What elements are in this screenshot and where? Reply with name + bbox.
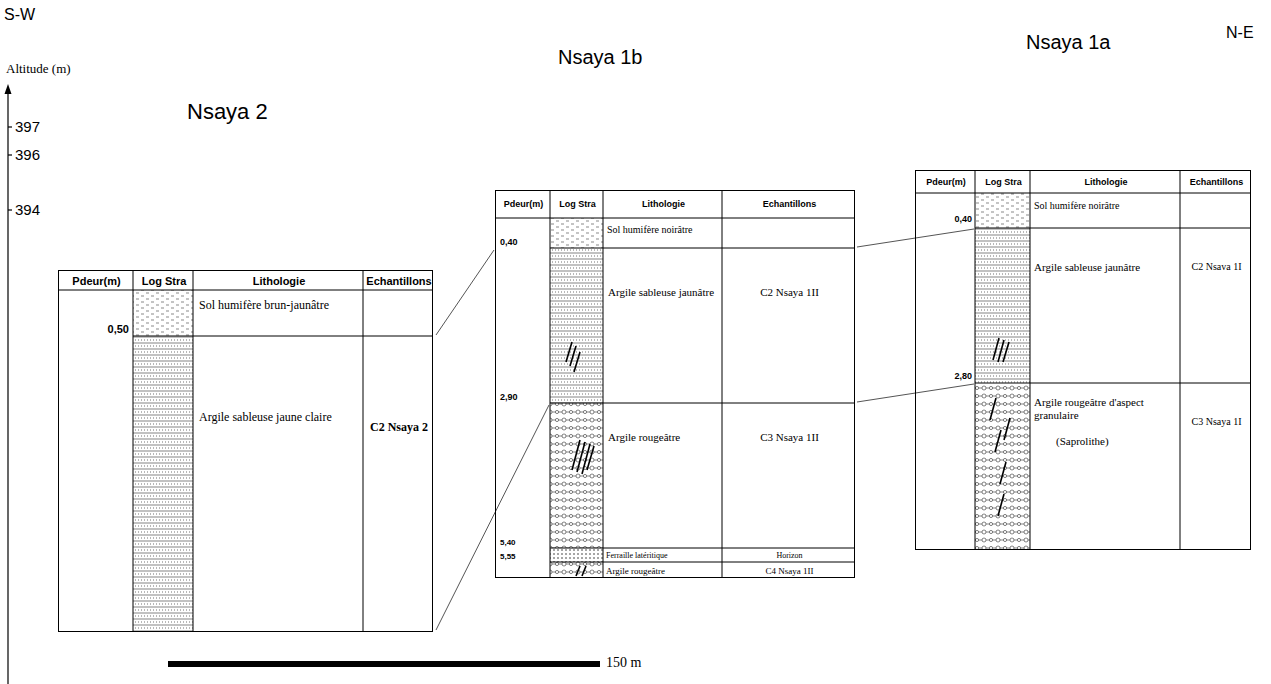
altitude-axis [5,84,13,684]
sample-id: C2 Nsaya 2 [364,421,434,435]
direction-label: N-E [1226,24,1254,42]
column-header: Lithologie [194,275,364,288]
sample-id: C2 Nsava 1I [1181,261,1252,273]
lithology: Argile rougeâtre [606,566,723,576]
stratigraphic-log: Nsaya 1aPdeur(m)Log StraLithologieEchant… [915,170,1251,550]
column-header: Echantillons [1181,177,1252,187]
column-header: Echantillons [723,199,856,209]
depth: 0,50 [85,323,129,336]
depth: 5,55 [500,552,544,561]
lithology: Argile sableuse jaunâtre [1034,261,1179,274]
column-header: Echantillons [364,275,434,288]
log-heading: Nsaya 1b [558,46,643,69]
stratigraphic-log: Nsaya 1bPdeur(m)Log StraLithologieEchant… [495,190,855,578]
sample-id: C3 Nsaya 1I [1181,416,1252,428]
correlation-lines [436,229,974,630]
lithology: Sol humifère brun-jaunâtre [199,299,367,313]
log-fills [133,193,1030,632]
lithology: Sol humifère noirâtre [1034,200,1179,212]
column-header: Log Stra [976,177,1031,187]
lithology: Argile rougeâtre [608,431,720,444]
sample-id: C3 Nsaya 1II [723,431,856,444]
concretion-marks [566,338,1010,576]
lithology: Sol humifère noirâtre [607,224,721,236]
scale-label: 150 m [606,655,641,671]
column-header: Pdeur(m) [916,177,976,187]
tick-label: 396 [15,146,40,163]
tick-label: 394 [15,201,40,218]
column-header: Lithologie [604,199,723,209]
table-grid [58,170,1251,632]
depth: 0,40 [920,214,972,224]
column-header: Log Stra [551,199,604,209]
column-header: Lithologie [1031,177,1181,187]
depth: 2,80 [920,371,972,381]
lithology: (Saprolithe) [1056,435,1176,448]
horizon-label: Horizon [723,551,856,560]
lithology: Argile rougeâtre d'aspect granulaire [1034,396,1179,421]
depth: 2,90 [500,392,544,402]
column-header: Log Stra [134,275,194,288]
axis-title: Altitude (m) [6,62,71,77]
sample-id: C4 Nsaya 1II [723,566,856,576]
depth: 0,40 [500,237,544,247]
log-heading: Nsaya 1a [1026,31,1111,54]
stratigraphic-log: Nsaya 2Pdeur(m)Log StraLithologieEchanti… [58,270,433,632]
direction-label: S-W [4,6,35,24]
lithology: Argile sableuse jaune claire [199,411,349,425]
tick-label: 397 [15,118,40,135]
scale-bar [168,661,600,667]
lithology: Ferraille latéritique [606,551,723,560]
log-heading: Nsaya 2 [187,99,268,124]
depth: 5,40 [500,538,544,547]
sample-id: C2 Nsaya 1II [723,286,856,299]
lithology: Argile sableuse jaunâtre [608,286,720,299]
column-header: Pdeur(m) [59,275,134,288]
column-header: Pdeur(m) [496,199,551,209]
